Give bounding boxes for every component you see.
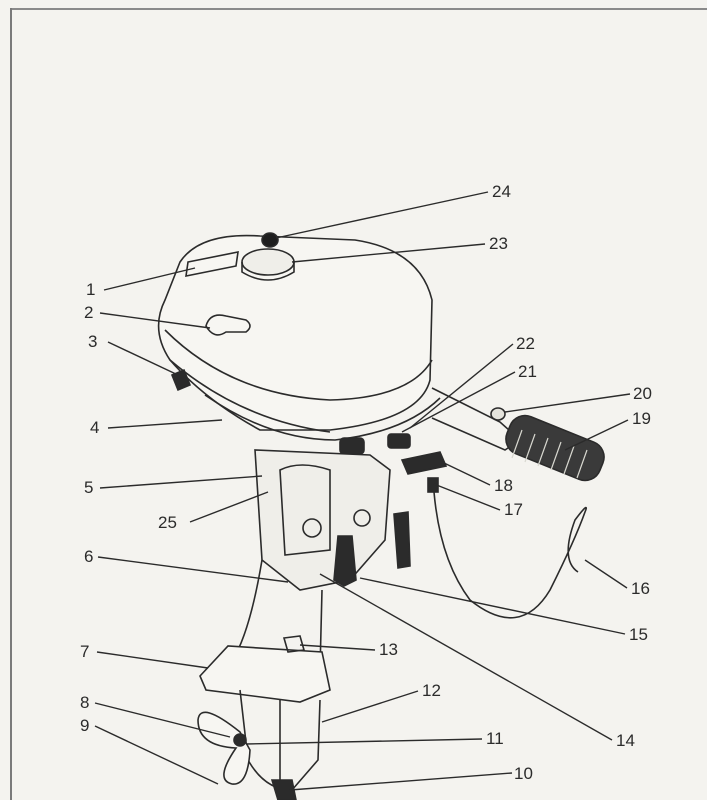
callout-17: 17 — [504, 500, 523, 519]
leader-16 — [584, 559, 628, 589]
control-lever — [387, 433, 411, 449]
stop-button — [490, 407, 506, 421]
leader-6 — [97, 556, 289, 583]
callout-3: 3 — [88, 332, 98, 351]
water-intake — [282, 635, 306, 653]
clamp-screw-right — [393, 511, 411, 569]
callout-20: 20 — [633, 384, 652, 403]
leader-14 — [319, 573, 613, 741]
callout-21: 21 — [518, 362, 537, 381]
callout-15: 15 — [629, 625, 648, 644]
callout-11: 11 — [486, 729, 504, 748]
callout-16: 16 — [631, 579, 650, 598]
callout-8: 8 — [80, 693, 90, 712]
leader-24 — [275, 191, 489, 239]
leader-19 — [564, 419, 629, 451]
tiller-grip — [505, 414, 605, 482]
callout-22: 22 — [516, 334, 535, 353]
throttle-stop — [339, 437, 365, 455]
callout-4: 4 — [90, 418, 100, 437]
leader-18 — [441, 461, 491, 486]
kill-switch — [400, 451, 448, 475]
callout-1: 1 — [86, 280, 96, 299]
callout-12: 12 — [422, 681, 441, 700]
callout-6: 6 — [84, 547, 94, 566]
vent-screw — [261, 232, 279, 248]
leader-15 — [359, 577, 626, 635]
callout-14: 14 — [616, 731, 635, 750]
callout-13: 13 — [379, 640, 398, 659]
leader-8 — [94, 702, 231, 738]
engine-cover — [157, 234, 433, 431]
callout-23: 23 — [489, 234, 508, 253]
fuel-cap — [241, 248, 295, 276]
choke-knob — [205, 314, 251, 336]
leader-23 — [291, 243, 486, 263]
callout-9: 9 — [80, 716, 90, 735]
callout-25: 25 — [158, 513, 177, 532]
anti-cavitation-plate — [199, 645, 331, 703]
callout-2: 2 — [84, 303, 94, 322]
leader-10 — [289, 772, 513, 791]
clamp-screw-left — [333, 535, 357, 587]
leader-12 — [321, 690, 419, 723]
callout-7: 7 — [80, 642, 90, 661]
leader-25 — [189, 491, 269, 523]
tilt-pin — [302, 518, 322, 538]
leader-2 — [99, 312, 211, 329]
leader-5 — [99, 475, 263, 489]
leader-1 — [103, 267, 196, 291]
cover-emblem — [185, 250, 239, 278]
skeg — [270, 779, 297, 800]
callout-18: 18 — [494, 476, 513, 495]
callout-24: 24 — [492, 182, 511, 201]
propeller — [197, 711, 251, 785]
lanyard-cord — [433, 491, 588, 619]
frame-border-top — [10, 8, 707, 10]
leader-9 — [94, 725, 219, 785]
frame-border-left — [10, 8, 12, 800]
leader-7 — [96, 651, 209, 669]
leader-22 — [409, 343, 514, 429]
callout-19: 19 — [632, 409, 651, 428]
callout-10: 10 — [514, 764, 533, 783]
leader-20 — [504, 393, 631, 413]
leader-11 — [245, 738, 483, 745]
leader-3 — [107, 341, 179, 376]
leader-17 — [433, 483, 501, 511]
leader-13 — [299, 644, 376, 651]
leader-21 — [401, 371, 516, 433]
leader-4 — [107, 419, 223, 429]
callout-5: 5 — [84, 478, 94, 497]
